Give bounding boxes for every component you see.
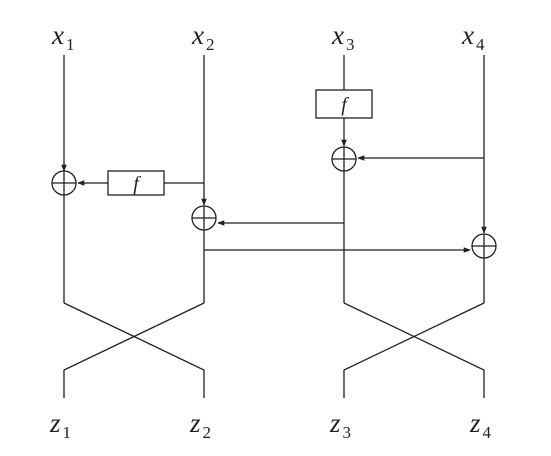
svg-text:z3: z3	[329, 408, 351, 442]
cross-left-b	[63, 302, 205, 398]
f-box-left: f	[107, 170, 165, 196]
cross-right-a	[343, 302, 485, 398]
svg-text:z4: z4	[469, 408, 492, 442]
svg-text:f: f	[341, 94, 349, 116]
svg-text:z2: z2	[189, 408, 211, 442]
cross-left-a	[63, 302, 205, 398]
svg-text:x2: x2	[191, 20, 214, 54]
xor-node-2	[191, 205, 217, 231]
svg-text:f: f	[133, 173, 141, 195]
cross-right-b	[343, 302, 485, 398]
xor-node-3	[331, 146, 357, 172]
xor-node-4	[471, 233, 497, 259]
f-box-right: f	[315, 89, 373, 119]
svg-text:z1: z1	[49, 408, 71, 442]
xor-node-1	[51, 170, 77, 196]
svg-text:x3: x3	[331, 20, 354, 54]
svg-text:x4: x4	[461, 20, 485, 54]
svg-text:x1: x1	[51, 20, 74, 54]
